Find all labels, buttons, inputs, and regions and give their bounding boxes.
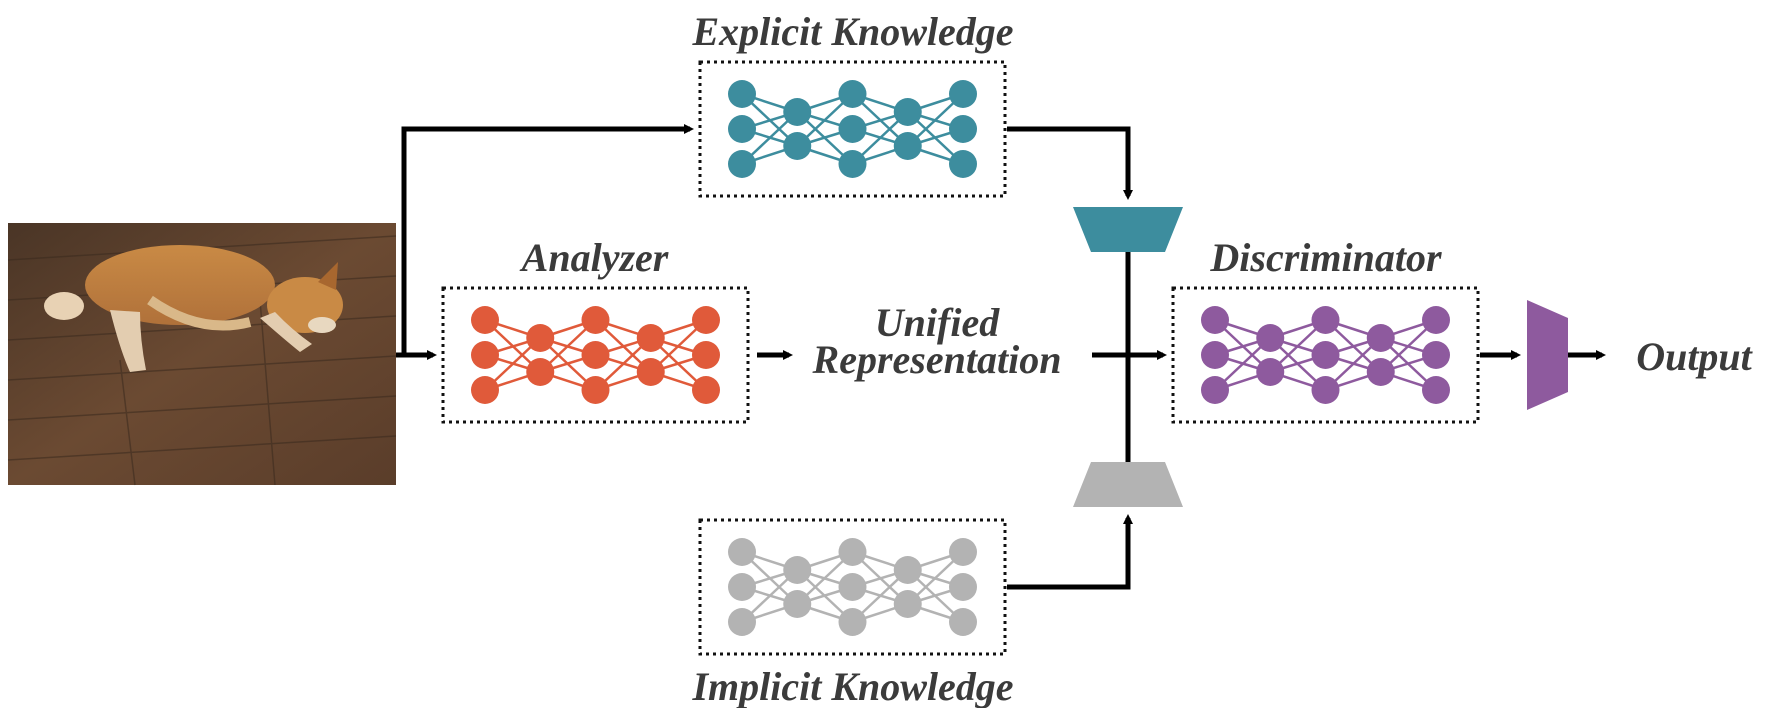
network-node bbox=[838, 115, 867, 143]
network-node bbox=[1311, 376, 1340, 404]
implicit-knowledge-network bbox=[728, 538, 977, 636]
input-photo bbox=[7, 223, 397, 486]
network-node bbox=[949, 150, 977, 178]
output-label: Output bbox=[1636, 334, 1753, 379]
network-node bbox=[1201, 376, 1229, 404]
analyzer-network bbox=[471, 306, 720, 404]
explicit-knowledge-box bbox=[698, 60, 1007, 198]
network-node bbox=[949, 573, 977, 601]
arrow-explicit-to-trapezoid bbox=[1007, 126, 1133, 200]
discriminator-network bbox=[1201, 306, 1450, 404]
network-node bbox=[471, 376, 499, 404]
network-node bbox=[838, 608, 867, 636]
network-node bbox=[728, 538, 756, 566]
implicit-knowledge-label: Implicit Knowledge bbox=[691, 664, 1013, 708]
network-node bbox=[838, 573, 867, 601]
network-node bbox=[1422, 376, 1450, 404]
network-node bbox=[692, 376, 720, 404]
network-node bbox=[893, 132, 922, 160]
network-node bbox=[526, 358, 555, 386]
network-node bbox=[838, 538, 867, 566]
arrow-implicit-to-trapezoid bbox=[1007, 514, 1133, 590]
analyzer-label: Analyzer bbox=[519, 235, 669, 280]
network-node bbox=[949, 608, 977, 636]
explicit-projection-trapezoid bbox=[1073, 207, 1183, 252]
network-node bbox=[783, 556, 812, 584]
network-node bbox=[636, 358, 665, 386]
discriminator-label: Discriminator bbox=[1209, 235, 1442, 280]
network-node bbox=[1201, 306, 1229, 334]
network-node bbox=[1366, 324, 1395, 352]
unified-label-line2: Representation bbox=[812, 337, 1062, 382]
network-node bbox=[526, 324, 555, 352]
output-head-trapezoid bbox=[1527, 300, 1568, 410]
network-node bbox=[838, 80, 867, 108]
network-node bbox=[471, 341, 499, 369]
network-node bbox=[728, 573, 756, 601]
network-node bbox=[636, 324, 665, 352]
dog-figure bbox=[44, 245, 343, 372]
network-node bbox=[783, 98, 812, 126]
network-node bbox=[1311, 341, 1340, 369]
network-node bbox=[893, 556, 922, 584]
network-node bbox=[1201, 341, 1229, 369]
network-node bbox=[728, 80, 756, 108]
network-node bbox=[692, 306, 720, 334]
analyzer-box bbox=[441, 286, 750, 424]
network-node bbox=[581, 306, 610, 334]
network-node bbox=[581, 376, 610, 404]
explicit-knowledge-label: Explicit Knowledge bbox=[691, 9, 1013, 54]
network-node bbox=[728, 608, 756, 636]
network-node bbox=[1422, 306, 1450, 334]
network-node bbox=[893, 590, 922, 618]
network-node bbox=[1256, 358, 1285, 386]
network-node bbox=[1311, 306, 1340, 334]
unified-label-line1: Unified bbox=[875, 300, 1000, 345]
network-node bbox=[893, 98, 922, 126]
network-node bbox=[838, 150, 867, 178]
network-node bbox=[1422, 341, 1450, 369]
arrow-photo-to-explicit bbox=[401, 124, 694, 355]
network-node bbox=[1366, 358, 1395, 386]
network-node bbox=[728, 115, 756, 143]
connectors bbox=[396, 124, 1606, 590]
discriminator-box bbox=[1171, 286, 1480, 424]
network-node bbox=[949, 80, 977, 108]
network-node bbox=[692, 341, 720, 369]
network-node bbox=[471, 306, 499, 334]
explicit-knowledge-network bbox=[728, 80, 977, 178]
network-node bbox=[581, 341, 610, 369]
network-node bbox=[949, 115, 977, 143]
network-node bbox=[783, 590, 812, 618]
network-node bbox=[728, 150, 756, 178]
network-node bbox=[1256, 324, 1285, 352]
implicit-knowledge-box bbox=[698, 518, 1007, 656]
implicit-projection-trapezoid bbox=[1073, 462, 1183, 507]
network-node bbox=[949, 538, 977, 566]
network-node bbox=[783, 132, 812, 160]
